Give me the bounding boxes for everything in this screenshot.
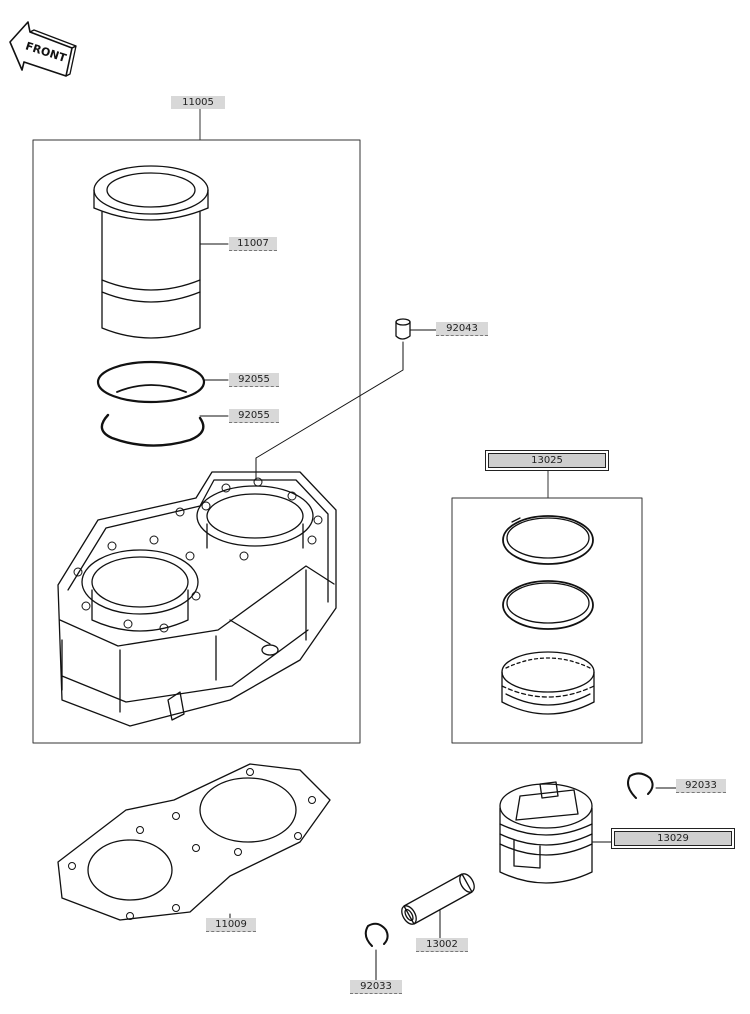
callout-piston[interactable]: 13029 bbox=[614, 831, 732, 846]
front-arrow-icon: FRONT bbox=[9, 21, 77, 77]
callout-dowel-pin[interactable]: 92043 bbox=[436, 322, 488, 336]
piston-part bbox=[499, 781, 615, 884]
piston-ring-top-part bbox=[502, 515, 594, 565]
o-ring-upper-part bbox=[96, 360, 229, 404]
callout-o-ring-lower[interactable]: 92055 bbox=[229, 409, 279, 423]
cylinder-liner-part bbox=[93, 165, 229, 339]
o-ring-lower-part bbox=[100, 413, 229, 447]
callout-base-gasket[interactable]: 11009 bbox=[206, 918, 256, 932]
piston-ring-second-part bbox=[502, 580, 594, 630]
cylinder-block-part bbox=[57, 471, 337, 727]
callout-piston-pin[interactable]: 13002 bbox=[416, 938, 468, 952]
callout-piston-ring-set[interactable]: 13025 bbox=[488, 453, 606, 468]
callout-circlip-right[interactable]: 92033 bbox=[676, 779, 726, 793]
cylinder-assembly-bracket bbox=[32, 108, 361, 744]
cylinder-base-gasket-part bbox=[57, 763, 331, 923]
callout-cylinder-liner[interactable]: 11007 bbox=[229, 237, 277, 251]
callout-o-ring-upper[interactable]: 92055 bbox=[229, 373, 279, 387]
piston-pin-part bbox=[401, 873, 475, 939]
circlip-bottom-part bbox=[364, 922, 389, 981]
oil-ring-part bbox=[501, 651, 595, 715]
callout-cylinder-assy[interactable]: 11005 bbox=[171, 96, 225, 109]
dowel-pin-part bbox=[255, 318, 437, 481]
callout-circlip-bottom[interactable]: 92033 bbox=[350, 980, 402, 994]
circlip-right-part bbox=[627, 772, 677, 799]
piston-ring-set-bracket bbox=[451, 469, 643, 744]
